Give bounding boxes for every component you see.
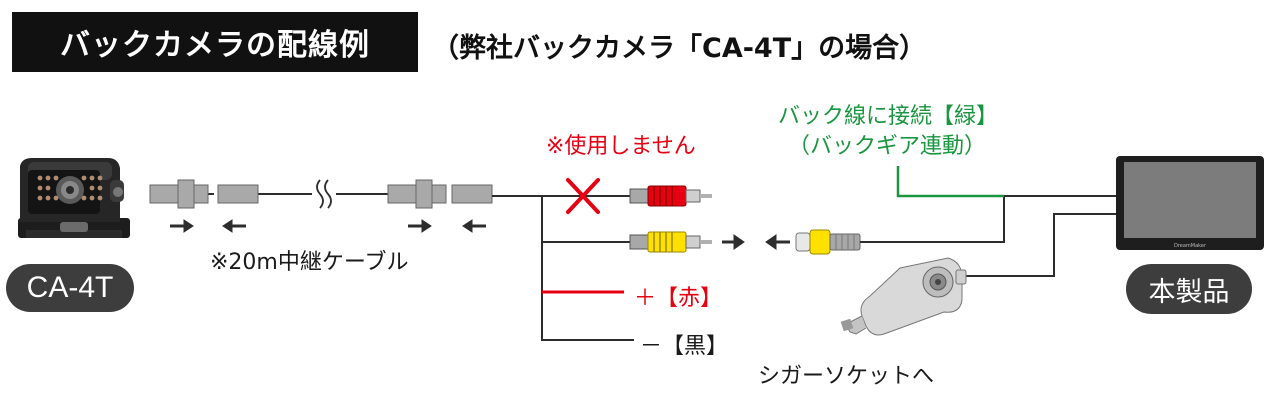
cable-end-plug-2 bbox=[387, 179, 447, 209]
cigar-socket-label: シガーソケットへ bbox=[758, 364, 935, 389]
yellow-rca-plug bbox=[629, 231, 712, 253]
arrow-left-icon bbox=[462, 219, 486, 233]
red-rca-plug bbox=[629, 185, 712, 207]
cable-label: ※20m中継ケーブル bbox=[210, 250, 409, 275]
diagram-title: バックカメラの配線例 bbox=[12, 12, 418, 72]
cable-end-socket-1 bbox=[217, 184, 259, 204]
back-gear-label: （バックギア連動） bbox=[788, 134, 987, 159]
arrow-right-icon bbox=[722, 234, 745, 250]
cable-break-icon bbox=[316, 179, 332, 209]
monitor-brand-text: DreamMaker bbox=[1174, 243, 1207, 249]
arrow-right-icon bbox=[408, 219, 432, 233]
diagram-subtitle: （弊社バックカメラ「CA-4T」の場合） bbox=[432, 33, 927, 64]
not-used-cross-icon bbox=[566, 178, 600, 214]
harness-socket bbox=[451, 184, 493, 204]
harness-wires bbox=[492, 195, 634, 341]
product-label-badge: 本製品 bbox=[1126, 264, 1252, 314]
yellow-rca-jack bbox=[795, 229, 861, 255]
product-wires bbox=[860, 195, 1118, 277]
minus-black-label: －【黒】 bbox=[640, 334, 729, 359]
green-back-wire bbox=[896, 166, 1004, 198]
arrow-left-icon bbox=[222, 219, 246, 233]
monitor-icon: DreamMaker bbox=[1116, 156, 1264, 250]
camera-label-badge: CA-4T bbox=[6, 264, 134, 312]
not-used-label: ※使用しません bbox=[546, 134, 696, 159]
plus-red-label: ＋【赤】 bbox=[634, 286, 723, 311]
arrow-right-icon bbox=[170, 219, 194, 233]
arrow-left-icon bbox=[765, 234, 790, 250]
camera-side-plug bbox=[149, 179, 209, 209]
back-camera-icon bbox=[18, 158, 130, 238]
cigar-socket-plug-icon bbox=[840, 257, 967, 336]
back-line-label: バック線に接続【緑】 bbox=[778, 104, 999, 129]
